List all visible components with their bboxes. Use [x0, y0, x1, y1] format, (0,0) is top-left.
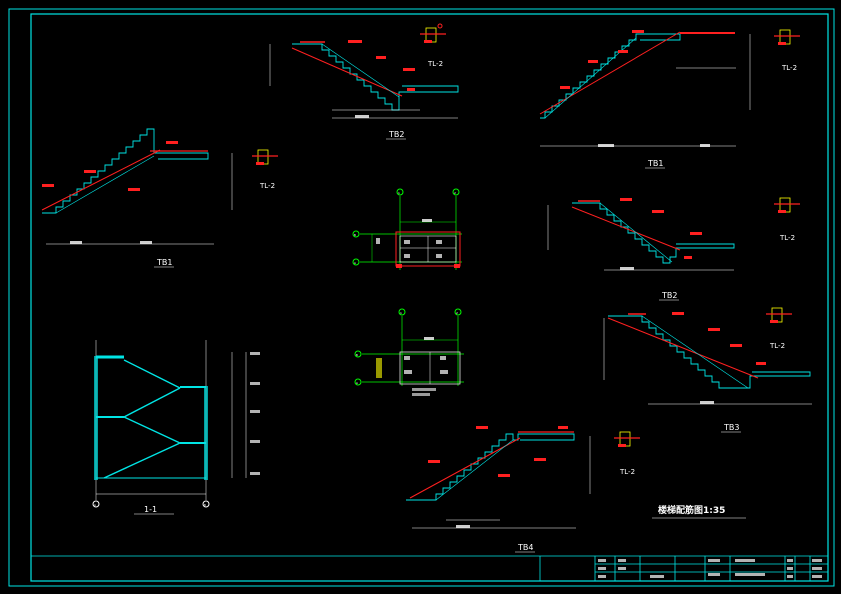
label-tb1-left: TB1 — [156, 258, 172, 267]
label-tl2-f: TL-2 — [619, 468, 635, 476]
label-tl2-e: TL-2 — [769, 342, 785, 350]
axis-2-top: 2 — [454, 191, 456, 195]
axis-a-upper: A — [354, 261, 356, 265]
label-tl2-c: TL-2 — [259, 182, 275, 190]
beam-section-tl2-f: TL-2 — [614, 431, 640, 476]
plan-lower: 1 2 B A — [354, 308, 464, 396]
inner-frame — [30, 13, 829, 582]
axis-b-section: B — [204, 503, 206, 507]
axis-1-lower: 1 — [400, 311, 402, 315]
label-tb4: TB4 — [517, 543, 533, 552]
beam-section-tl2-e: TL-2 — [766, 307, 792, 350]
title-block — [31, 555, 828, 581]
drawing-title: 楼梯配筋图1:35 — [658, 504, 725, 516]
axis-b-lower: B — [356, 353, 358, 357]
plan-upper: 1 2 B A — [352, 188, 462, 270]
stair-tb4: TB4 — [406, 426, 591, 553]
stair-tb2-right: TB2 — [547, 198, 735, 301]
axis-a-section: A — [94, 503, 96, 507]
beam-section-tl2-a: TL-2 — [420, 23, 446, 68]
axis-2-lower: 2 — [456, 311, 458, 315]
stair-tb3: TB3 — [603, 312, 812, 433]
section-1-1: A B 1-1 — [92, 340, 260, 515]
label-tb2-top: TB2 — [388, 130, 404, 139]
axis-b-upper: B — [354, 233, 356, 237]
label-tl2-d: TL-2 — [779, 234, 795, 242]
stair-tb1-right: TB1 — [539, 30, 751, 169]
beam-section-tl2-c: TL-2 — [252, 149, 278, 190]
label-tl2-a: TL-2 — [427, 60, 443, 68]
beam-section-tl2-b: TL-2 — [774, 29, 800, 72]
stair-tb2-top: TB2 — [269, 40, 459, 140]
beam-section-tl2-d: TL-2 — [774, 197, 800, 242]
stair-tb1-left: TB1 — [41, 128, 233, 268]
label-tb3: TB3 — [723, 423, 739, 432]
axis-1-top: 1 — [398, 191, 400, 195]
label-tb1-right: TB1 — [647, 159, 663, 168]
title-block-cells — [598, 559, 822, 578]
label-tl2-b: TL-2 — [781, 64, 797, 72]
axis-a-lower: A — [356, 381, 358, 385]
outer-frame — [8, 8, 835, 587]
label-section: 1-1 — [144, 505, 157, 514]
label-tb2-right: TB2 — [661, 291, 677, 300]
